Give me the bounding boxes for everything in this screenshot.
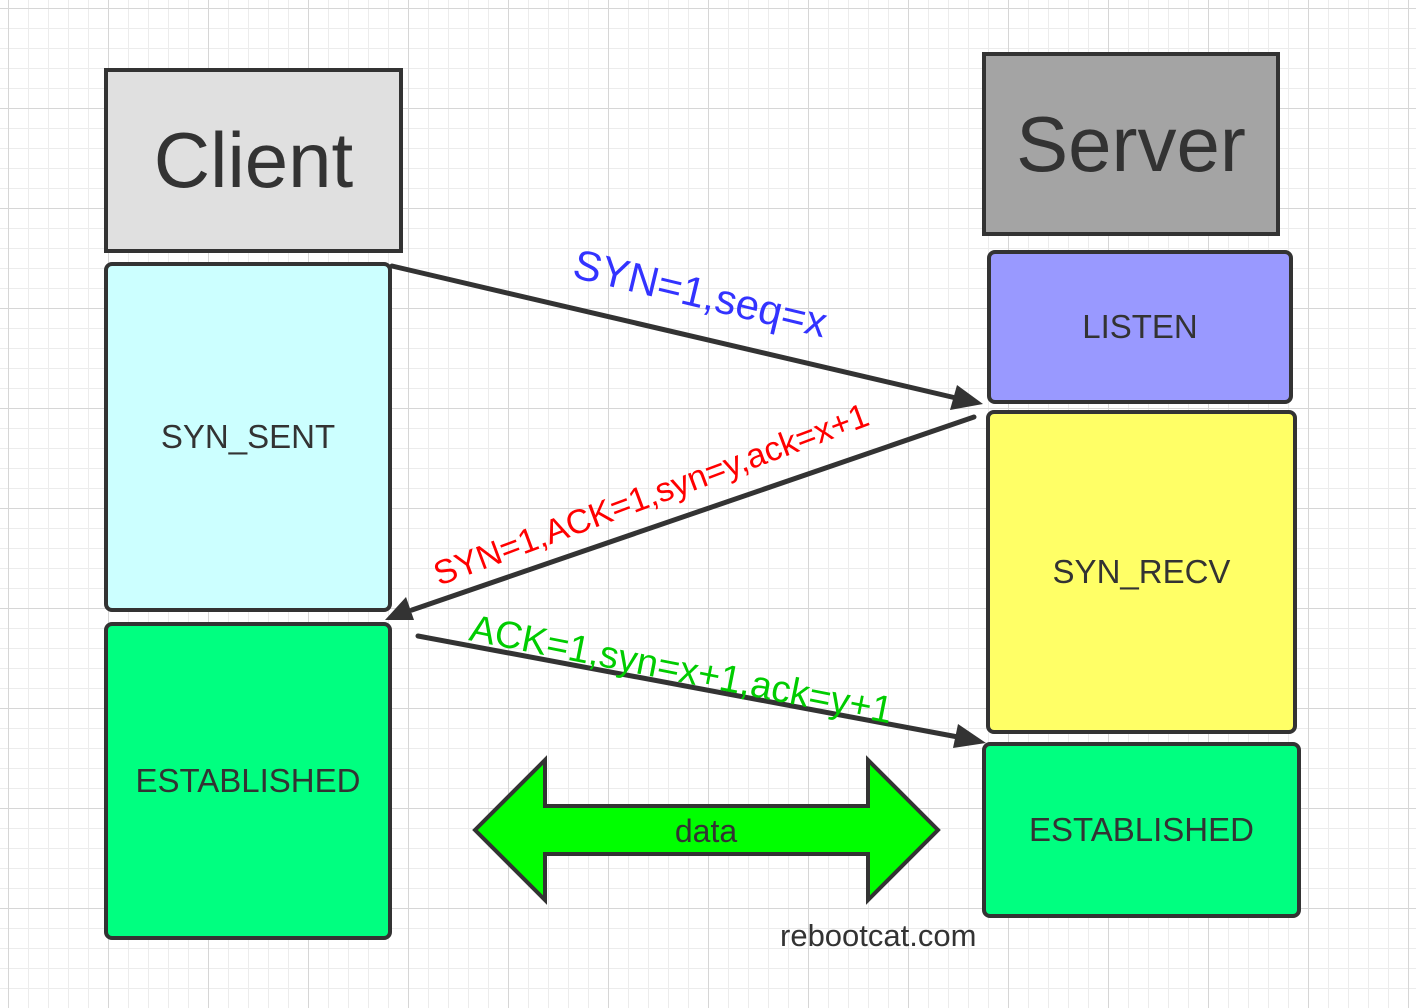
data-double-arrow: data bbox=[472, 755, 941, 905]
client-syn-sent-state: SYN_SENT bbox=[104, 262, 392, 612]
syn-message-label: SYN=1,seq=x bbox=[569, 240, 832, 346]
server-listen-state: LISTEN bbox=[987, 250, 1293, 404]
server-header: Server bbox=[982, 52, 1280, 236]
client-established-label: ESTABLISHED bbox=[135, 762, 361, 799]
ack-message-label: ACK=1,syn=x+1,ack=y+1 bbox=[466, 608, 896, 733]
ack-arrow bbox=[415, 633, 986, 748]
client-established-state: ESTABLISHED bbox=[104, 622, 392, 940]
client-header: Client bbox=[104, 68, 403, 253]
server-syn-recv-label: SYN_RECV bbox=[1052, 553, 1231, 590]
syn-ack-arrow bbox=[385, 414, 977, 620]
server-established-state: ESTABLISHED bbox=[982, 742, 1301, 918]
client-syn-sent-label: SYN_SENT bbox=[160, 418, 336, 455]
server-established-label: ESTABLISHED bbox=[1029, 811, 1254, 848]
watermark-text: rebootcat.com bbox=[780, 918, 977, 953]
server-listen-label: LISTEN bbox=[1082, 308, 1198, 345]
data-label: data bbox=[675, 813, 737, 849]
server-syn-recv-state: SYN_RECV bbox=[986, 410, 1297, 734]
client-title: Client bbox=[153, 116, 354, 204]
syn-arrow bbox=[389, 263, 983, 410]
syn-ack-message-label: SYN=1,ACK=1,syn=y,ack=x+1 bbox=[428, 396, 874, 593]
server-title: Server bbox=[1016, 99, 1246, 188]
